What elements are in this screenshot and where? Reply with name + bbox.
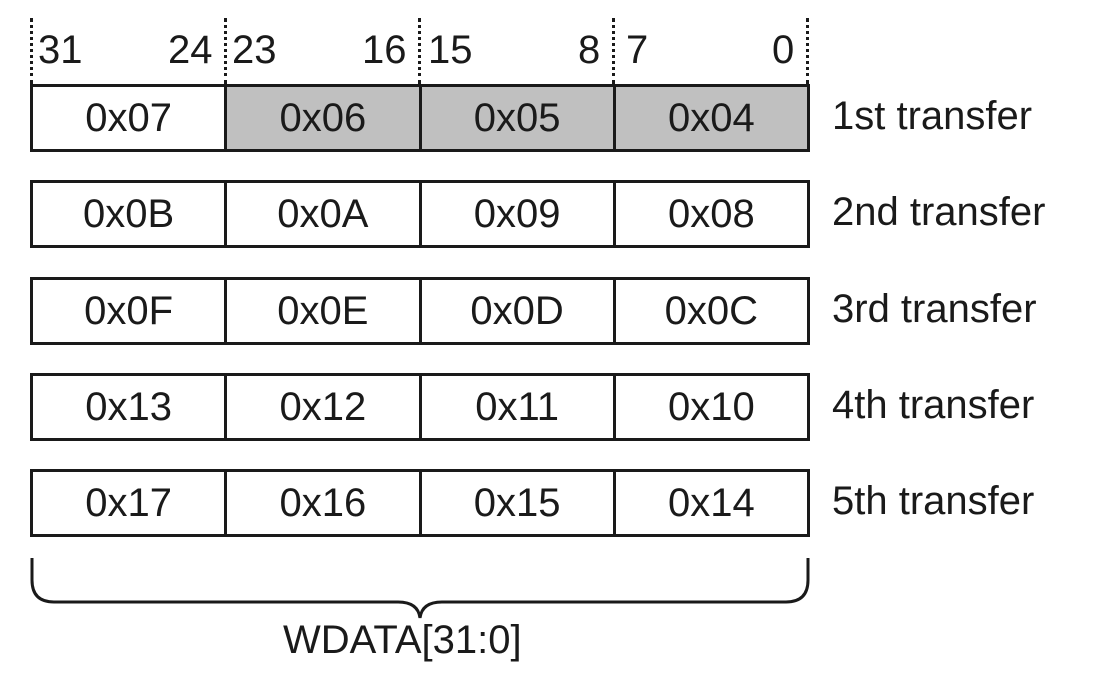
byte-cell: 0x07: [33, 87, 225, 149]
bit-label-24: 24: [168, 28, 213, 72]
transfer-row-1: 0x07 0x06 0x05 0x04: [30, 84, 810, 152]
byte-cell: 0x15: [418, 472, 613, 534]
byte-cell: 0x11: [418, 376, 613, 438]
lane-divider: [806, 18, 809, 84]
bit-label-8: 8: [578, 28, 601, 72]
bit-label-7: 7: [626, 28, 649, 72]
byte-cell: 0x0C: [612, 280, 807, 342]
byte-cell: 0x0D: [418, 280, 613, 342]
byte-cell: 0x08: [612, 183, 807, 245]
transfer-label-3: 3rd transfer: [832, 287, 1037, 331]
byte-cell: 0x10: [612, 376, 807, 438]
byte-cell: 0x13: [33, 376, 225, 438]
lane-divider: [612, 18, 615, 84]
lane-divider: [418, 18, 421, 84]
transfer-label-2: 2nd transfer: [832, 190, 1046, 234]
byte-cell: 0x09: [418, 183, 613, 245]
byte-cell: 0x06: [224, 87, 419, 149]
bus-label: WDATA[31:0]: [283, 618, 522, 662]
transfer-label-1: 1st transfer: [832, 94, 1033, 138]
bit-label-31: 31: [38, 28, 83, 72]
byte-cell: 0x14: [612, 472, 807, 534]
transfer-row-3: 0x0F 0x0E 0x0D 0x0C: [30, 277, 810, 345]
byte-cell: 0x0E: [224, 280, 419, 342]
transfer-row-5: 0x17 0x16 0x15 0x14: [30, 469, 810, 537]
transfer-row-4: 0x13 0x12 0x11 0x10: [30, 373, 810, 441]
transfer-row-2: 0x0B 0x0A 0x09 0x08: [30, 180, 810, 248]
bit-label-16: 16: [362, 28, 407, 72]
byte-cell: 0x16: [224, 472, 419, 534]
byte-cell: 0x0A: [224, 183, 419, 245]
byte-cell: 0x0F: [33, 280, 225, 342]
transfer-label-5: 5th transfer: [832, 479, 1035, 523]
byte-cell: 0x04: [612, 87, 807, 149]
byte-cell: 0x0B: [33, 183, 225, 245]
lane-divider: [30, 18, 33, 84]
transfer-label-4: 4th transfer: [832, 383, 1035, 427]
byte-cell: 0x17: [33, 472, 225, 534]
byte-cell: 0x05: [418, 87, 613, 149]
byte-cell: 0x12: [224, 376, 419, 438]
bit-label-15: 15: [428, 28, 473, 72]
bit-label-0: 0: [772, 28, 795, 72]
bit-label-23: 23: [232, 28, 277, 72]
lane-divider: [224, 18, 227, 84]
